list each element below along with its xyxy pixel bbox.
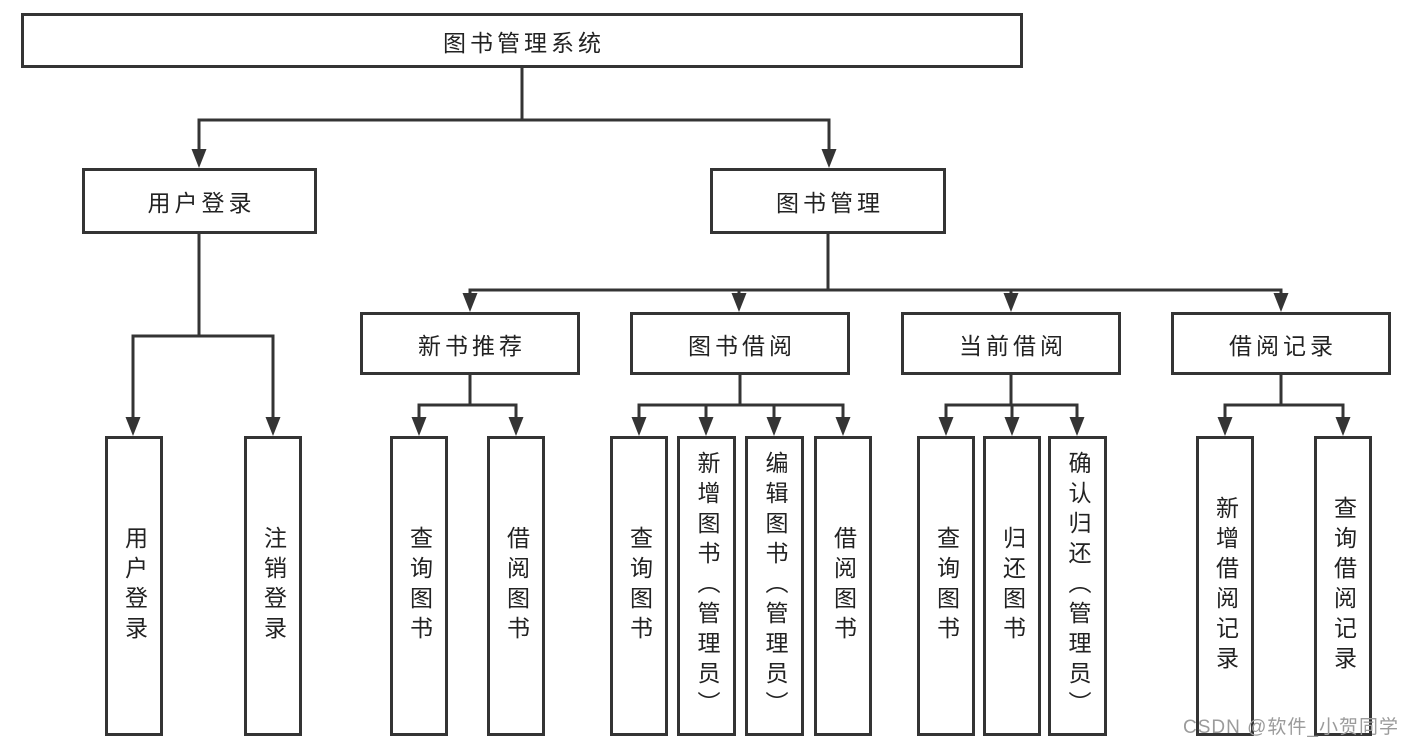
arrow-down-icon [411, 417, 427, 436]
connector-current-borrow-split [938, 375, 1085, 436]
arrow-down-icon [835, 417, 851, 436]
node-new-book-recommend: 新书推荐 [360, 312, 580, 375]
connector-book-borrow-split [631, 375, 851, 436]
arrow-down-icon [631, 417, 647, 436]
arrow-down-icon [938, 417, 954, 436]
arrow-down-icon [265, 417, 281, 436]
arrow-down-icon [1335, 417, 1351, 436]
node-book-management: 图书管理 [710, 168, 946, 234]
node-leaf-user-login: 用户登录 [105, 436, 163, 736]
node-current-borrow: 当前借阅 [901, 312, 1121, 375]
arrow-down-icon [1217, 417, 1233, 436]
connector-root-split [191, 67, 837, 168]
node-user-login-branch: 用户登录 [82, 168, 317, 234]
node-leaf-add-borrow-record: 新增借阅记录 [1196, 436, 1254, 736]
node-book-borrow: 图书借阅 [630, 312, 850, 375]
arrow-down-icon [1004, 417, 1020, 436]
node-leaf-confirm-return-admin: 确认归还（管理员） [1048, 436, 1107, 736]
node-borrow-record: 借阅记录 [1171, 312, 1391, 375]
arrow-down-icon [125, 417, 141, 436]
node-leaf-query-book-3: 查询图书 [917, 436, 975, 736]
arrow-down-icon [1003, 293, 1019, 312]
node-leaf-query-borrow-record: 查询借阅记录 [1314, 436, 1372, 736]
node-leaf-add-book-admin: 新增图书（管理员） [677, 436, 736, 736]
node-leaf-borrow-book-2: 借阅图书 [814, 436, 872, 736]
arrow-down-icon [1069, 417, 1085, 436]
node-leaf-query-book-1: 查询图书 [390, 436, 448, 736]
arrow-down-icon [1273, 293, 1289, 312]
connector-borrow-record-split [1217, 375, 1351, 436]
node-leaf-query-book-2: 查询图书 [610, 436, 668, 736]
node-leaf-edit-book-admin: 编辑图书（管理员） [745, 436, 804, 736]
connector-book-mgmt-split [462, 233, 1289, 312]
arrow-down-icon [462, 293, 478, 312]
csdn-watermark: CSDN @软件_小贺同学 [1183, 717, 1399, 738]
arrow-down-icon [731, 293, 747, 312]
node-leaf-logout: 注销登录 [244, 436, 302, 736]
node-library-system: 图书管理系统 [21, 13, 1023, 68]
arrow-down-icon [698, 417, 714, 436]
arrow-down-icon [766, 417, 782, 436]
node-leaf-return-book: 归还图书 [983, 436, 1041, 736]
connector-user-login-split [125, 233, 281, 436]
arrow-down-icon [508, 417, 524, 436]
connector-new-book-split [411, 375, 524, 436]
arrow-down-icon [191, 149, 207, 168]
arrow-down-icon [821, 149, 837, 168]
node-leaf-borrow-book-1: 借阅图书 [487, 436, 545, 736]
